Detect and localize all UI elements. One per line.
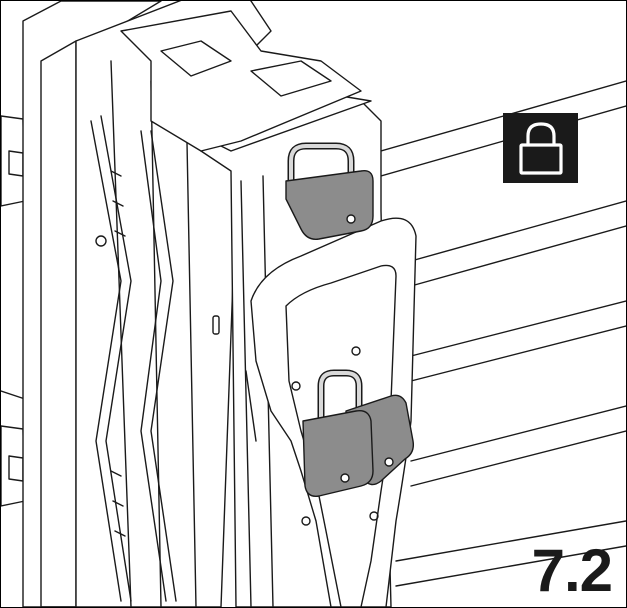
lock-badge <box>503 113 578 183</box>
left-brackets <box>1 115 26 507</box>
background-rails <box>1 1 626 587</box>
step-number: 7.2 <box>531 537 613 604</box>
padlocks-bottom <box>302 369 415 497</box>
padlock-icon <box>518 122 563 175</box>
padlock-top <box>285 142 374 240</box>
rib-pattern <box>90 115 177 602</box>
